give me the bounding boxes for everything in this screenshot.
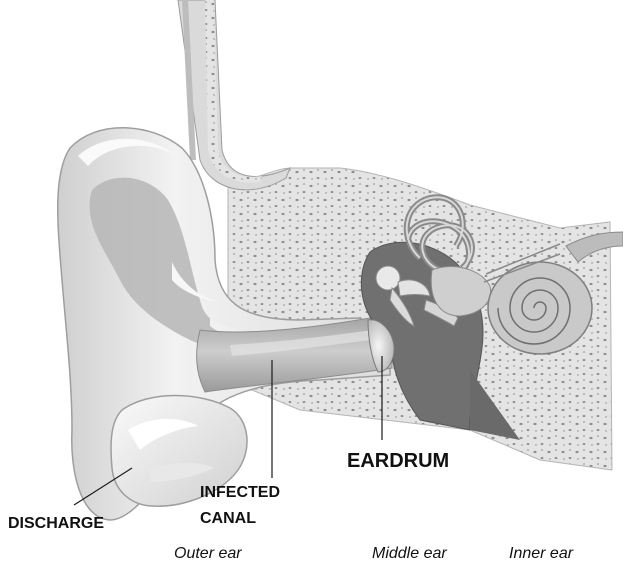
cochlea — [488, 262, 592, 354]
infected-canal-label-line1: INFECTED — [200, 484, 280, 501]
discharge-label: DISCHARGE — [8, 515, 104, 532]
outer-ear-label: Outer ear — [174, 545, 242, 562]
infected-canal-label-line2: CANAL — [200, 510, 256, 527]
skull-wall-strip — [178, 0, 290, 190]
eardrum-label: EARDRUM — [347, 450, 449, 472]
inner-ear-label: Inner ear — [509, 545, 574, 562]
middle-ear-label: Middle ear — [372, 545, 447, 562]
